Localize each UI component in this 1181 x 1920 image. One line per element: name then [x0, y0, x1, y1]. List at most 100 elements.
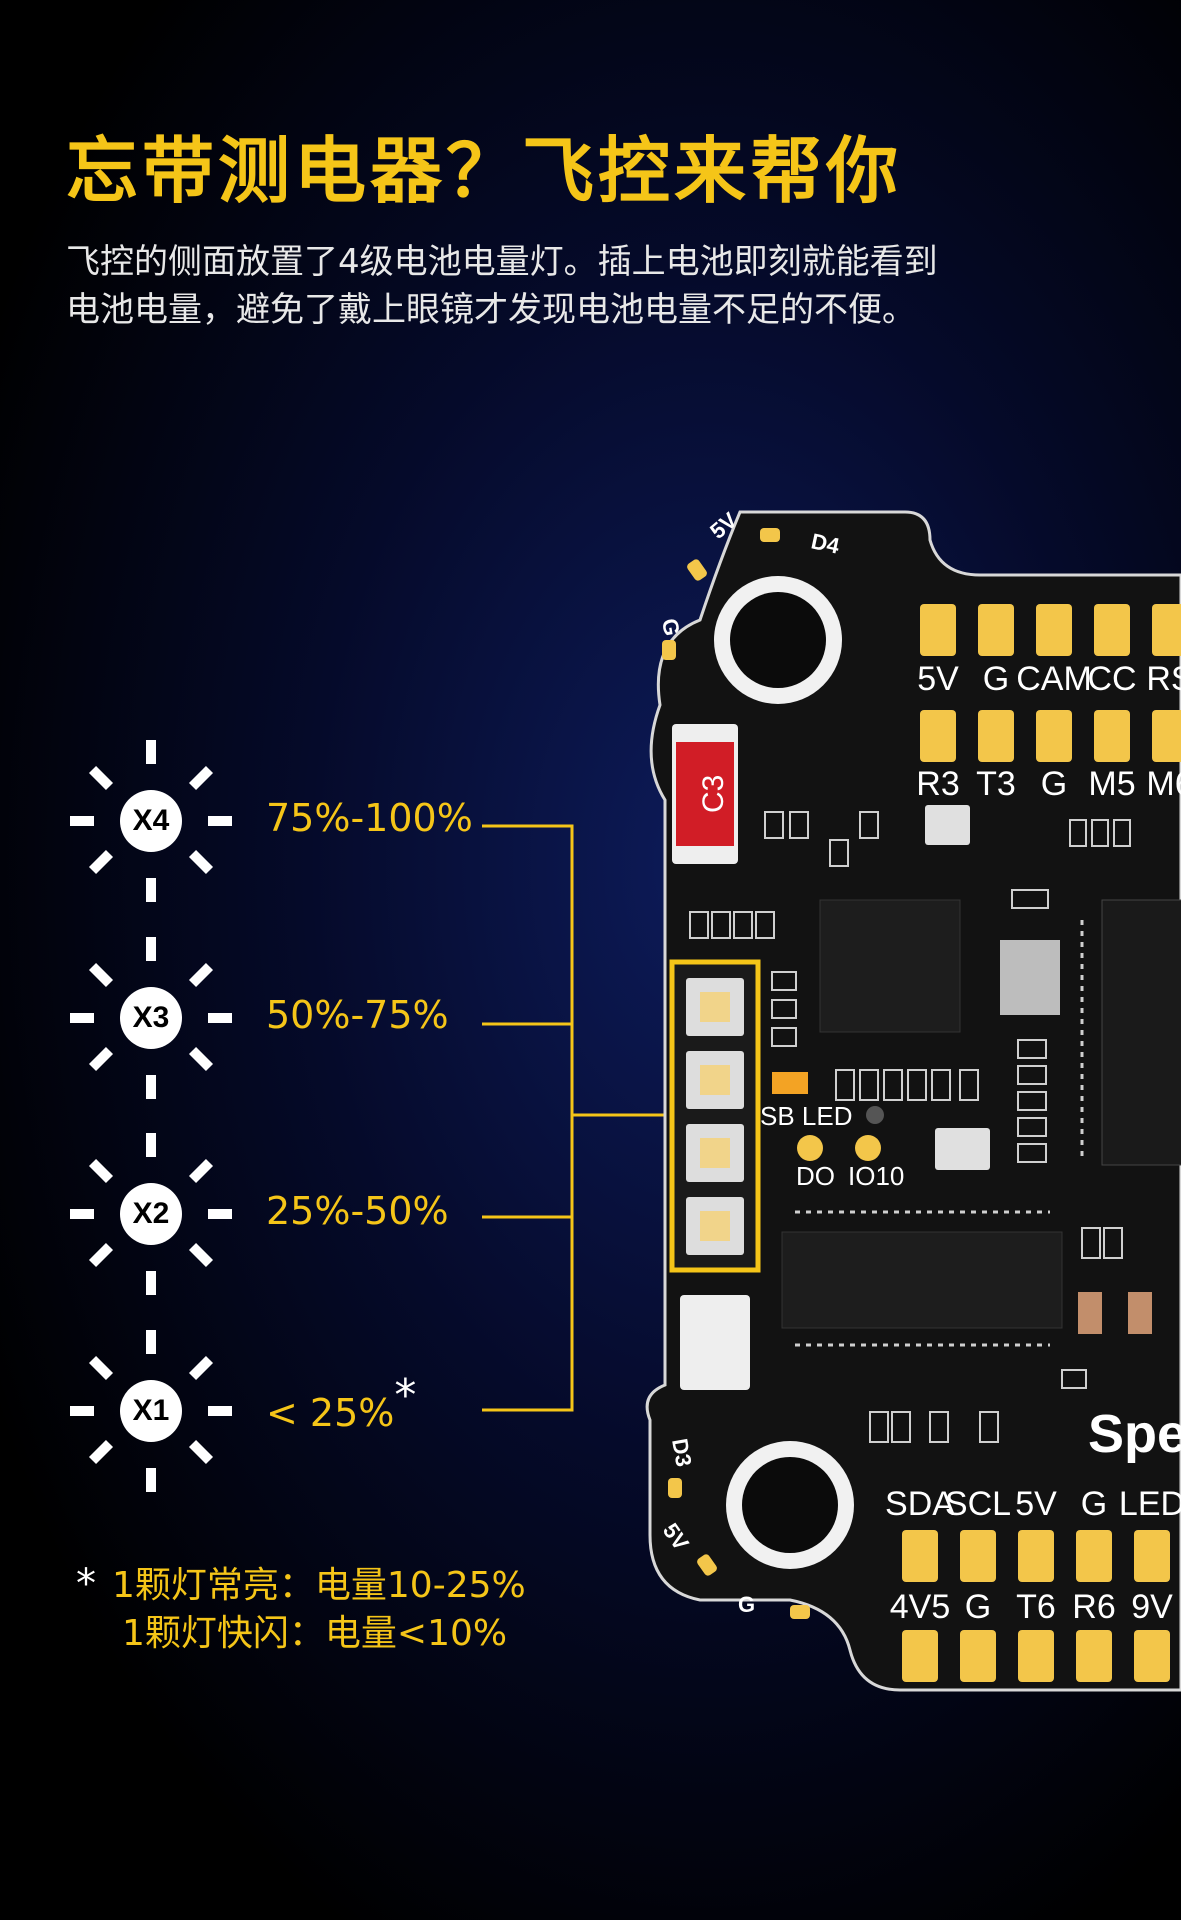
svg-text:C3: C3	[697, 775, 730, 813]
pad-label: CAM	[1016, 660, 1092, 698]
level-range-text: < 25%	[266, 1391, 395, 1435]
led-count-badge: X1	[120, 1380, 182, 1442]
pad-label: 4V5	[890, 1588, 951, 1626]
side-label-d3: D3	[667, 1437, 697, 1469]
solder-pad	[1076, 1630, 1112, 1682]
crystal	[1000, 940, 1060, 1015]
pad-label: G	[1081, 1485, 1107, 1523]
footnote-marker-icon: *	[394, 1370, 417, 1421]
battery-level-x3: X3 50%-75%	[70, 937, 490, 1099]
level-range: 50%-75%	[266, 993, 449, 1037]
solder-pad	[1094, 710, 1130, 762]
solder-pad	[902, 1630, 938, 1682]
solder-pad	[920, 710, 956, 762]
pad-label: T3	[976, 765, 1016, 803]
side-label-g-top: G	[657, 617, 685, 638]
battery-level-x2: X2 25%-50%	[70, 1133, 490, 1295]
footnote: * 1颗灯常亮：电量10-25% 1颗灯快闪：电量<10%	[76, 1560, 526, 1658]
label-io10: IO10	[848, 1161, 904, 1191]
label-do: DO	[796, 1161, 835, 1191]
solder-pad	[1018, 1630, 1054, 1682]
battery-led-lens	[700, 1065, 730, 1095]
pad-label: CC	[1087, 660, 1136, 698]
description-line-1: 飞控的侧面放置了4级电池电量灯。插上电池即刻就能看到	[66, 242, 938, 282]
pad-label: RS	[1146, 660, 1181, 698]
led-sun-icon: X4	[70, 740, 232, 902]
level-range: 75%-100%	[266, 796, 473, 840]
footnote-line-2: 1颗灯快闪：电量<10%	[122, 1613, 508, 1654]
level-range-text: 75%-100%	[266, 796, 473, 840]
solder-pad	[960, 1530, 996, 1582]
pad-label: R3	[916, 765, 959, 803]
description-line-2: 电池电量，避免了戴上眼镜才发现电池电量不足的不便。	[66, 290, 916, 330]
level-range-text: 50%-75%	[266, 993, 449, 1037]
pad-label: G	[965, 1588, 991, 1626]
cap-2	[1128, 1292, 1152, 1334]
battery-level-x4: X4 75%-100%	[70, 740, 490, 902]
footnote-line-1: 1颗灯常亮：电量10-25%	[112, 1565, 526, 1606]
battery-led-strip	[669, 959, 761, 1273]
chip-1	[819, 899, 961, 1033]
led-sun-icon: X1	[70, 1330, 232, 1492]
solder-pad	[1036, 604, 1072, 656]
side-label-g-bottom: G	[738, 1592, 755, 1617]
battery-level-x1: X1 < 25%*	[70, 1330, 490, 1492]
pad-label: SCL	[945, 1485, 1011, 1523]
level-range: 25%-50%	[266, 1189, 449, 1233]
battery-led-lens	[700, 1211, 730, 1241]
pad-label: SDA	[885, 1485, 955, 1523]
top-pad-grid: 5VR3GT3CAMGCCM5RSM6	[916, 604, 1181, 803]
chip-2	[781, 1231, 1063, 1329]
button-top	[925, 805, 970, 845]
pad-label: 5V	[917, 660, 959, 698]
led-sun-icon: X2	[70, 1133, 232, 1295]
bottom-pad-grid: SDA 4V5 SCL G 5V T6 G R6 LED 9V	[885, 1485, 1181, 1682]
led-count-badge: X3	[120, 987, 182, 1049]
footnote-marker: *	[76, 1561, 96, 1607]
mcu-chip	[1101, 899, 1181, 1166]
pad-label: M5	[1088, 765, 1135, 803]
pad-label: G	[1041, 765, 1067, 803]
solder-pad	[1152, 604, 1181, 656]
solder-pad	[1134, 1530, 1170, 1582]
switch	[680, 1295, 750, 1390]
level-range-text: 25%-50%	[266, 1189, 449, 1233]
led-orange	[772, 1072, 808, 1094]
led-count-badge: X2	[120, 1183, 182, 1245]
solder-pad	[960, 1630, 996, 1682]
label-sb-led: SB LED	[760, 1101, 853, 1131]
connector-lines	[482, 824, 672, 1412]
solder-pad	[978, 604, 1014, 656]
led-count-badge: X4	[120, 790, 182, 852]
brand-text: Spe	[1088, 1404, 1181, 1464]
led-sun-icon: X3	[70, 937, 232, 1099]
description: 飞控的侧面放置了4级电池电量灯。插上电池即刻就能看到 电池电量，避免了戴上眼镜才…	[66, 238, 1066, 334]
solder-pad	[1036, 710, 1072, 762]
solder-pad	[1094, 604, 1130, 656]
mounting-hole-bottom	[726, 1441, 854, 1569]
solder-pad	[1134, 1630, 1170, 1682]
solder-pad	[1018, 1530, 1054, 1582]
battery-led-lens	[700, 992, 730, 1022]
pad-label: T6	[1016, 1588, 1056, 1626]
pad-label: M6	[1146, 765, 1181, 803]
solder-pad	[1076, 1530, 1112, 1582]
component-c3: C3	[672, 724, 738, 864]
level-range: < 25%*	[266, 1370, 416, 1437]
page-title: 忘带测电器？飞控来帮你	[66, 129, 903, 213]
solder-pad	[902, 1530, 938, 1582]
solder-pad	[1152, 710, 1181, 762]
button-mid	[935, 1128, 990, 1170]
pad-label: LED	[1119, 1485, 1181, 1523]
mounting-hole-top	[714, 576, 842, 704]
pad-label: 5V	[1015, 1485, 1057, 1523]
battery-led-lens	[700, 1138, 730, 1168]
solder-pad	[920, 604, 956, 656]
solder-pad	[978, 710, 1014, 762]
side-label-d4: D4	[809, 528, 842, 558]
cap-1	[1078, 1292, 1102, 1334]
pad-label: 9V	[1131, 1588, 1173, 1626]
pad-label: R6	[1072, 1588, 1115, 1626]
pad-label: G	[983, 660, 1009, 698]
